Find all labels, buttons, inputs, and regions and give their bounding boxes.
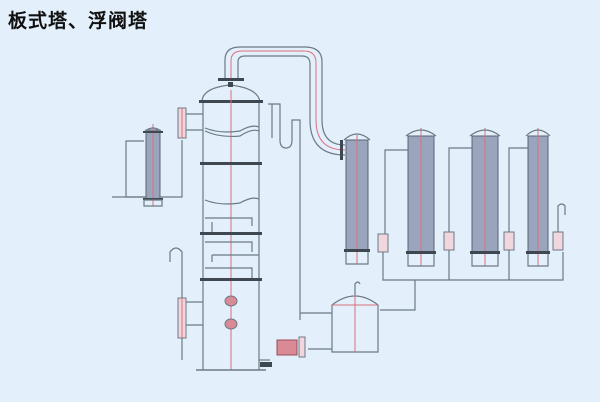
receiver-tank (300, 281, 379, 353)
plate-column (196, 82, 266, 371)
page-title: 板式塔、浮阀塔 (8, 10, 149, 32)
module-3 (448, 128, 515, 267)
u-leg (268, 103, 301, 320)
module-4 (508, 128, 566, 267)
collection-header (380, 250, 564, 311)
level-gauge (169, 247, 203, 360)
feed-pump (259, 336, 306, 367)
reflux-condenser (112, 107, 203, 207)
module-1 (343, 133, 389, 265)
vapor-pipe (218, 46, 346, 160)
module-2 (384, 128, 455, 267)
